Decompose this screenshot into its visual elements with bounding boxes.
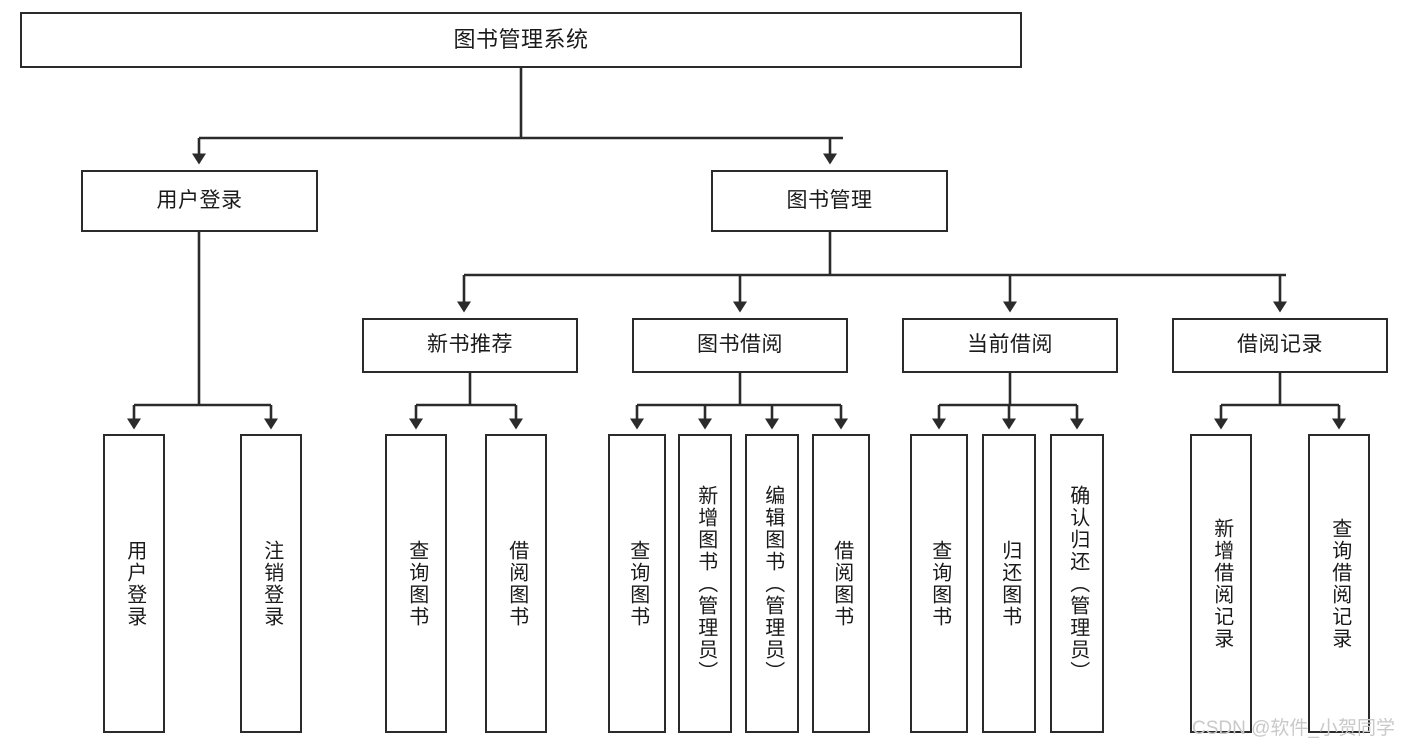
node-new-book-rec[interactable]: 新书推荐 (362, 318, 578, 373)
node-current-borrow[interactable]: 当前借阅 (902, 318, 1118, 373)
node-book-borrow-label: 图书借阅 (697, 333, 783, 357)
node-book-manage[interactable]: 图书管理 (711, 170, 948, 232)
node-borrow-record-label: 借阅记录 (1237, 333, 1323, 357)
leaf-add-book-label: 新增图书（管理员） (694, 484, 717, 683)
leaf-query-book-1-label: 查询图书 (405, 539, 428, 628)
leaf-add-record-label: 新增借阅记录 (1210, 517, 1233, 650)
node-borrow-record[interactable]: 借阅记录 (1172, 318, 1388, 373)
leaf-borrow-book-1-label: 借阅图书 (505, 539, 528, 628)
leaf-logout-login[interactable]: 注销登录 (240, 434, 302, 733)
node-user-login[interactable]: 用户登录 (81, 170, 318, 232)
leaf-borrow-book-1[interactable]: 借阅图书 (485, 434, 547, 733)
leaf-query-book-2[interactable]: 查询图书 (608, 434, 666, 733)
leaf-query-book-2-label: 查询图书 (626, 539, 649, 628)
leaf-confirm-return[interactable]: 确认归还（管理员） (1050, 434, 1104, 733)
node-book-borrow[interactable]: 图书借阅 (632, 318, 848, 373)
node-root-label: 图书管理系统 (453, 27, 589, 53)
leaf-query-book-3[interactable]: 查询图书 (910, 434, 968, 733)
leaf-confirm-return-label: 确认归还（管理员） (1066, 484, 1089, 683)
node-new-book-rec-label: 新书推荐 (427, 333, 513, 357)
watermark-text: CSDN @软件_小贺同学 (1192, 718, 1395, 739)
leaf-add-record[interactable]: 新增借阅记录 (1190, 434, 1252, 733)
leaf-return-book-label: 归还图书 (998, 539, 1021, 628)
node-current-borrow-label: 当前借阅 (967, 333, 1053, 357)
node-user-login-label: 用户登录 (156, 188, 243, 212)
leaf-query-record-label: 查询借阅记录 (1328, 517, 1351, 650)
leaf-edit-book[interactable]: 编辑图书（管理员） (745, 434, 799, 733)
leaf-query-record[interactable]: 查询借阅记录 (1308, 434, 1370, 733)
leaf-edit-book-label: 编辑图书（管理员） (761, 484, 784, 683)
node-book-manage-label: 图书管理 (786, 188, 873, 212)
leaf-return-book[interactable]: 归还图书 (982, 434, 1036, 733)
leaf-add-book[interactable]: 新增图书（管理员） (678, 434, 732, 733)
leaf-borrow-book-2[interactable]: 借阅图书 (812, 434, 870, 733)
leaf-user-login-label: 用户登录 (123, 539, 146, 628)
leaf-logout-login-label: 注销登录 (260, 539, 283, 628)
leaf-query-book-3-label: 查询图书 (928, 539, 951, 628)
leaf-query-book-1[interactable]: 查询图书 (385, 434, 447, 733)
leaf-user-login[interactable]: 用户登录 (103, 434, 165, 733)
leaf-borrow-book-2-label: 借阅图书 (830, 539, 853, 628)
node-root[interactable]: 图书管理系统 (20, 12, 1022, 68)
